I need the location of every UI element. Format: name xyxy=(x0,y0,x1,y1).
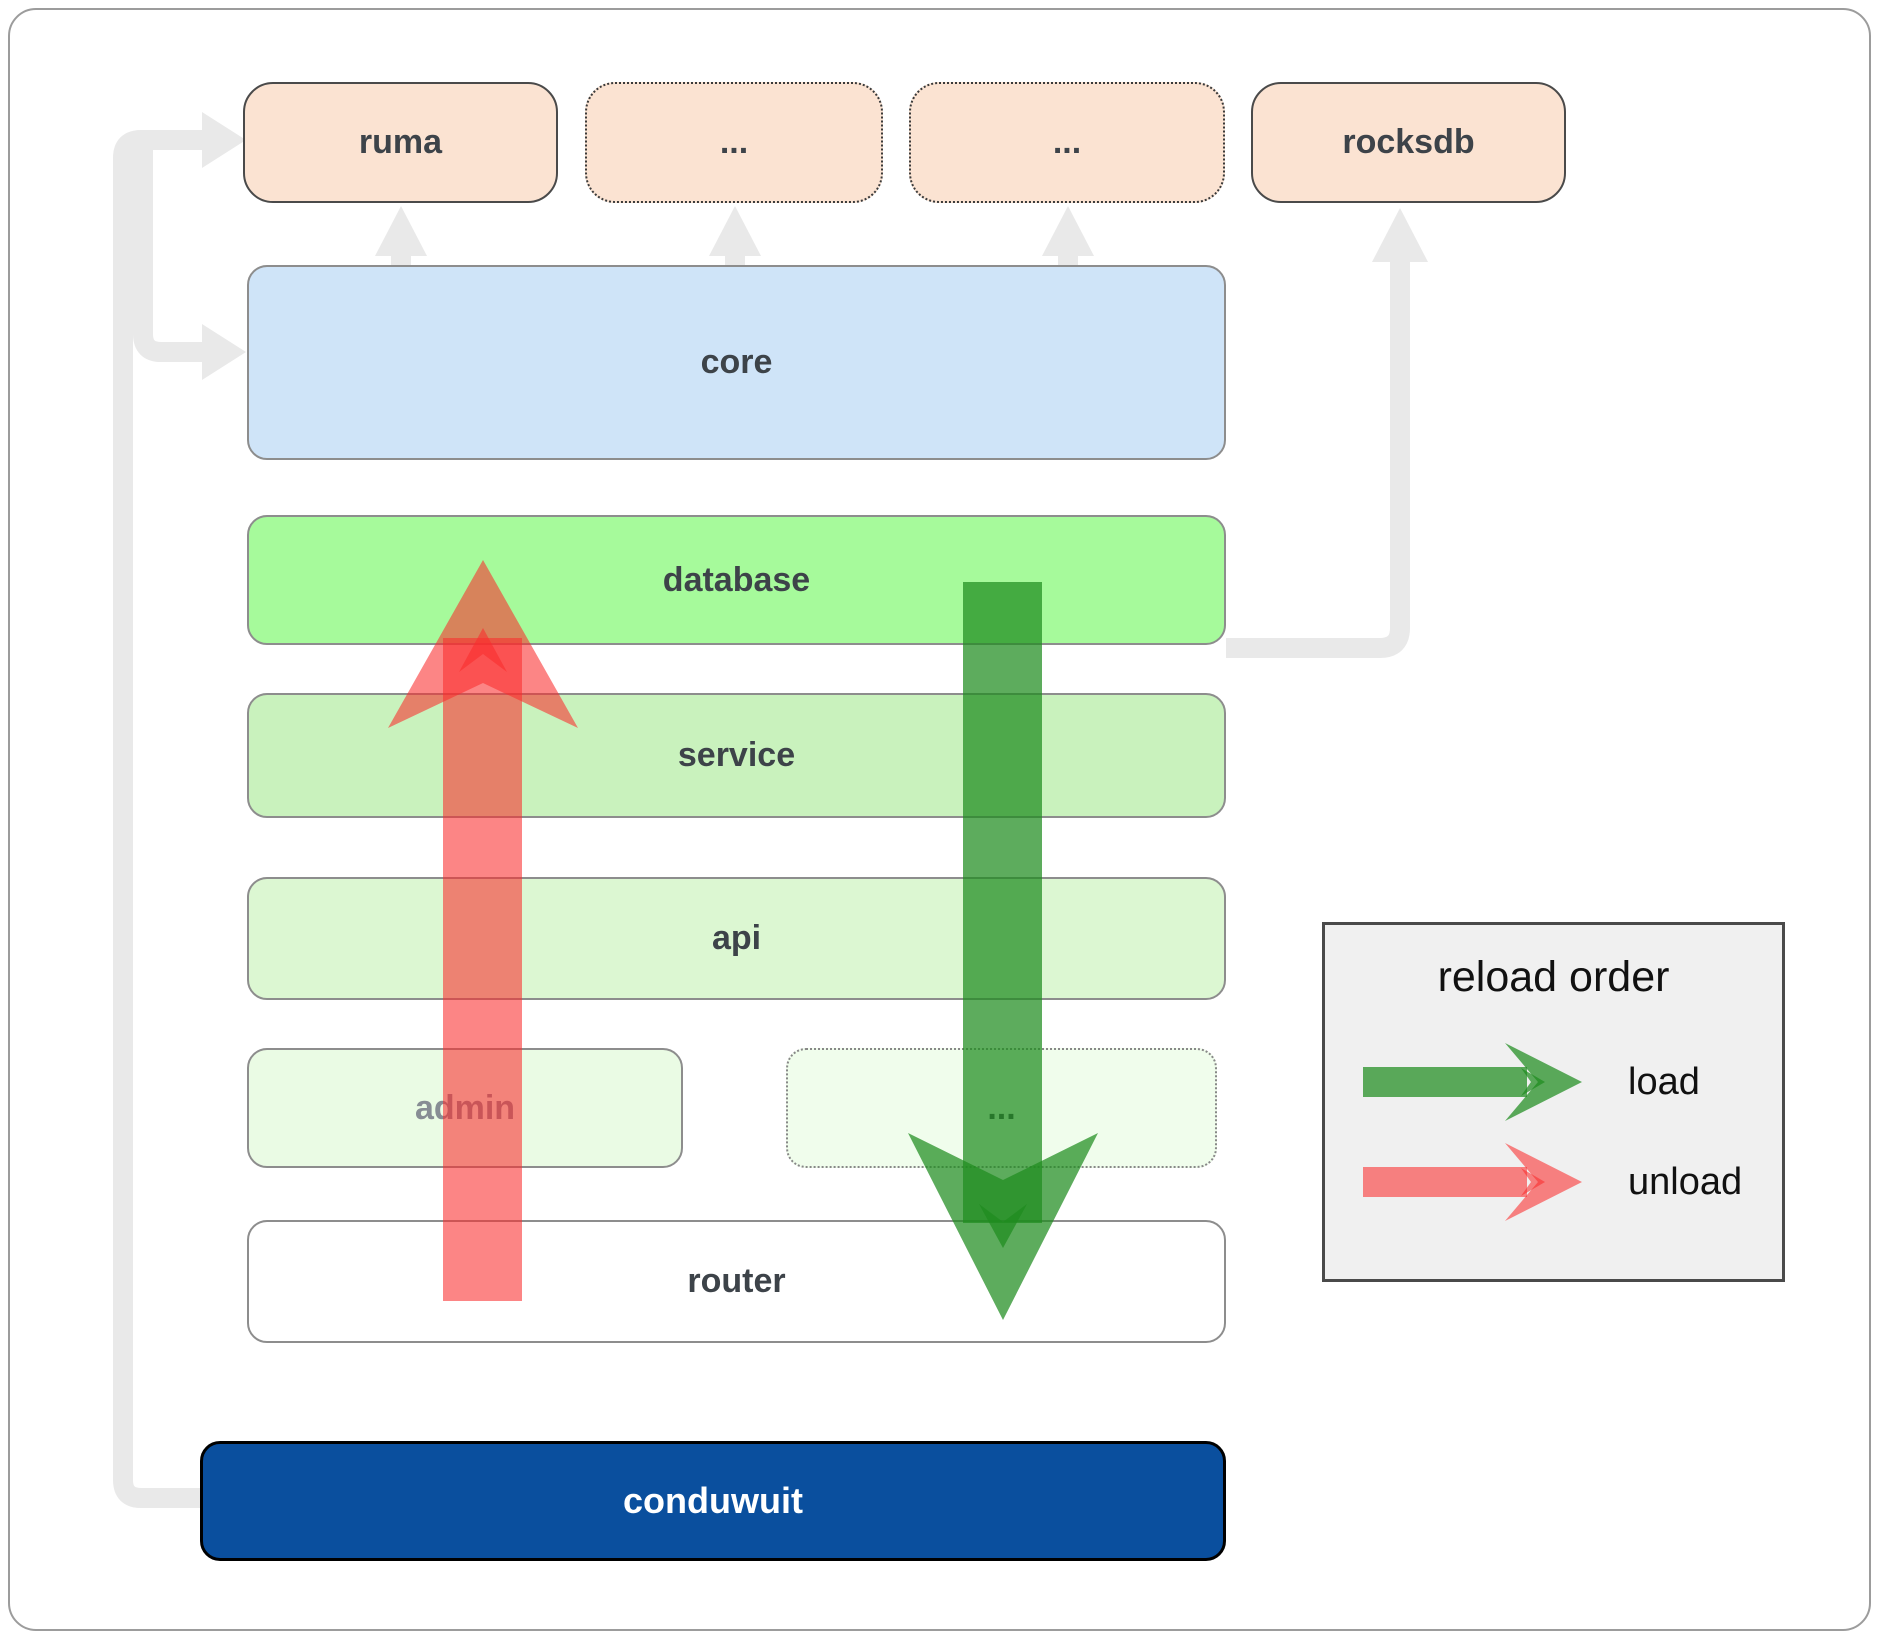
legend-title: reload order xyxy=(1437,953,1670,1001)
node-dependency-more-1-label: ... xyxy=(719,123,749,161)
node-rocksdb-label: rocksdb xyxy=(1342,123,1475,161)
node-conduwuit: conduwuit xyxy=(200,1441,1226,1561)
node-core-label: core xyxy=(700,343,773,381)
node-admin: admin xyxy=(247,1048,683,1168)
node-rocksdb: rocksdb xyxy=(1251,82,1566,203)
legend-unload-label: unload xyxy=(1628,1161,1743,1203)
node-dependency-more-2: ... xyxy=(909,82,1225,203)
node-dependency-more-1: ... xyxy=(585,82,883,203)
node-api-label: api xyxy=(711,919,762,957)
node-core: core xyxy=(247,265,1226,460)
node-router: router xyxy=(247,1220,1226,1343)
node-ruma: ruma xyxy=(243,82,558,203)
diagram-outer-border xyxy=(8,8,1871,1631)
legend-reload-order: reload order load unload xyxy=(1322,922,1785,1282)
node-service-label: service xyxy=(677,736,796,774)
node-service: service xyxy=(247,693,1226,818)
node-dependency-more-2-label: ... xyxy=(1052,123,1082,161)
node-database-label: database xyxy=(662,560,811,599)
legend-load-label: load xyxy=(1628,1061,1700,1103)
node-admin-more-label: ... xyxy=(987,1088,1016,1127)
node-admin-more: ... xyxy=(786,1048,1217,1168)
node-database: database xyxy=(247,515,1226,645)
node-ruma-label: ruma xyxy=(358,123,443,161)
node-router-label: router xyxy=(687,1262,786,1300)
node-conduwuit-label: conduwuit xyxy=(623,1480,803,1521)
node-admin-label: admin xyxy=(414,1088,516,1127)
node-api: api xyxy=(247,877,1226,1000)
